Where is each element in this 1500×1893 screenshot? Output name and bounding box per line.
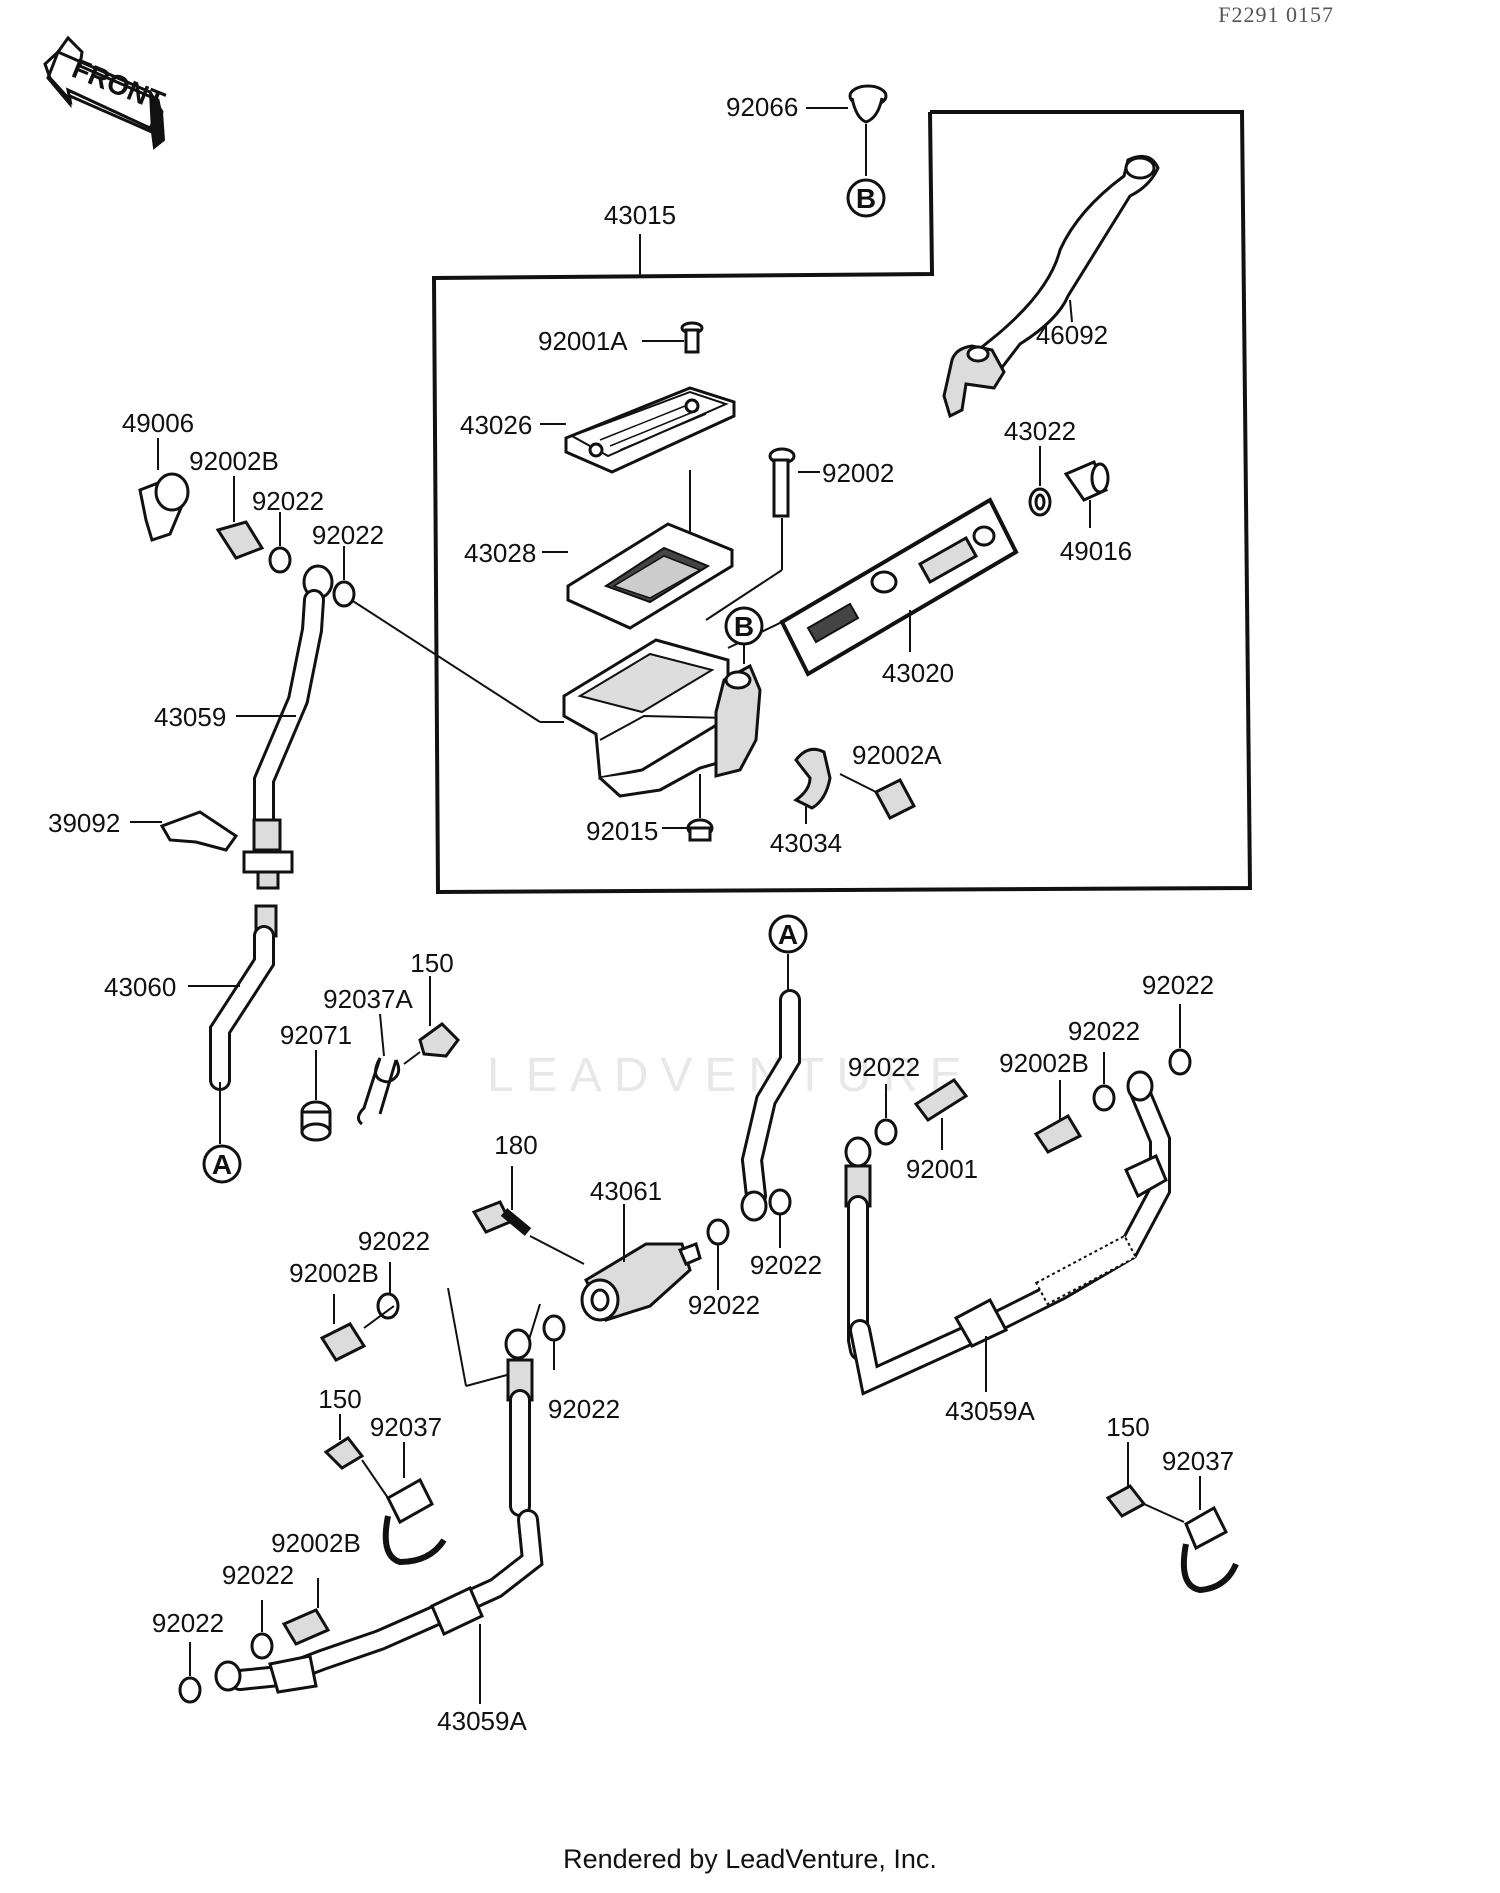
part-43059-hose [236, 564, 334, 890]
part-92001-bolt [913, 1077, 969, 1150]
ref-marker-b-top: B [846, 178, 886, 218]
svg-text:A: A [778, 919, 798, 950]
part-92002-screw [705, 447, 820, 621]
label-150-b: 150 [318, 1384, 361, 1414]
part-43026-reservoir-cap [540, 386, 736, 534]
ref-marker-a-left: A [202, 1144, 242, 1184]
diagram-code: F2291 0157 [1218, 2, 1334, 27]
part-180-bolt [471, 1166, 585, 1265]
svg-text:B: B [734, 611, 754, 642]
washers-upper-left [268, 512, 356, 608]
label-92001: 92001 [906, 1154, 978, 1184]
washers-center [376, 1188, 792, 1370]
label-49006: 49006 [122, 408, 194, 438]
svg-text:A: A [212, 1149, 232, 1180]
part-43034-clamp [793, 747, 832, 824]
part-92002B-bolt-upper [215, 476, 265, 560]
part-39092-clip [130, 810, 239, 852]
part-92002B-bolt-right [1033, 1080, 1083, 1154]
label-92022-c: 92022 [358, 1226, 430, 1256]
part-92002A-bolt [839, 773, 917, 820]
label-92022-f: 92022 [750, 1250, 822, 1280]
label-150-a: 150 [410, 948, 453, 978]
label-92022-i: 92022 [1142, 970, 1214, 1000]
label-39092: 39092 [48, 808, 120, 838]
part-150-bolt-c [1105, 1442, 1185, 1523]
label-92037A: 92037A [323, 984, 413, 1014]
label-150-c: 150 [1106, 1412, 1149, 1442]
label-92022-d: 92022 [548, 1394, 620, 1424]
label-180: 180 [494, 1130, 537, 1160]
svg-text:B: B [856, 183, 876, 214]
label-43026: 43026 [460, 410, 532, 440]
part-92071-grommet [300, 1050, 332, 1142]
part-43061-joint [580, 1204, 702, 1322]
label-43020: 43020 [882, 658, 954, 688]
part-150-bolt-b [323, 1414, 365, 1470]
label-92002B-bottom: 92002B [271, 1528, 361, 1558]
part-49016-boot [1063, 460, 1110, 528]
label-43061: 43061 [590, 1176, 662, 1206]
part-46092-lever [942, 154, 1160, 419]
label-43059A-right: 43059A [945, 1396, 1035, 1426]
part-43022-circlip [1028, 446, 1052, 517]
part-92037A-clip [357, 1013, 421, 1126]
label-92002B-left: 92002B [289, 1258, 379, 1288]
label-92001A: 92001A [538, 326, 628, 356]
ref-marker-a-center: A [768, 914, 808, 996]
label-43028: 43028 [464, 538, 536, 568]
washers-right [874, 1004, 1192, 1146]
watermark: LEADVENTURE [487, 1049, 974, 1102]
label-92015: 92015 [586, 816, 658, 846]
label-92022-upper-b: 92022 [312, 520, 384, 550]
label-92022-upper-a: 92022 [252, 486, 324, 516]
part-43059A-hose-left [214, 1328, 544, 1704]
label-43015: 43015 [604, 200, 676, 230]
label-92022-h: 92022 [1068, 1016, 1140, 1046]
label-43022: 43022 [1004, 416, 1076, 446]
part-150-bolt-a [418, 976, 460, 1058]
label-92022-g: 92022 [848, 1052, 920, 1082]
bolt-and-washers-bottom-left [178, 1578, 331, 1704]
part-43020-piston-kit [727, 497, 1019, 677]
part-49006-boot [138, 438, 190, 542]
label-92066: 92066 [726, 92, 798, 122]
part-92015-bushing [662, 818, 714, 842]
part-92001A-screw [642, 321, 704, 354]
part-92066-cap [806, 84, 888, 176]
label-92071: 92071 [280, 1020, 352, 1050]
part-43059A-hose-right [844, 1070, 1171, 1396]
front-arrow-icon: FRONT [43, 35, 169, 150]
label-92002B-upper: 92002B [189, 446, 279, 476]
center-hose [740, 989, 801, 1222]
label-92022-k: 92022 [152, 1608, 224, 1638]
part-master-cylinder-body [341, 593, 762, 818]
label-49016: 49016 [1060, 536, 1132, 566]
part-92037-bracket-left [361, 1442, 447, 1566]
label-92037-left: 92037 [370, 1412, 442, 1442]
part-43028-diaphragm [542, 522, 734, 630]
label-43034: 43034 [770, 828, 842, 858]
label-43059: 43059 [154, 702, 226, 732]
ref-marker-b-body: B [724, 606, 764, 664]
part-92037-bracket-right [1180, 1476, 1239, 1594]
label-43059A-left: 43059A [437, 1706, 527, 1736]
label-92002: 92002 [822, 458, 894, 488]
assembly-frame [431, 110, 1253, 895]
label-92022-e: 92022 [688, 1290, 760, 1320]
part-43060-hose [188, 904, 278, 1144]
label-43060: 43060 [104, 972, 176, 1002]
label-92022-j: 92022 [222, 1560, 294, 1590]
label-92037-right: 92037 [1162, 1446, 1234, 1476]
part-labels: 92066 43015 46092 92001A 43026 92002 430… [48, 92, 1234, 1736]
footer-credit: Rendered by LeadVenture, Inc. [563, 1844, 937, 1874]
label-46092: 46092 [1036, 320, 1108, 350]
label-92002A: 92002A [852, 740, 942, 770]
label-92002B-right: 92002B [999, 1048, 1089, 1078]
